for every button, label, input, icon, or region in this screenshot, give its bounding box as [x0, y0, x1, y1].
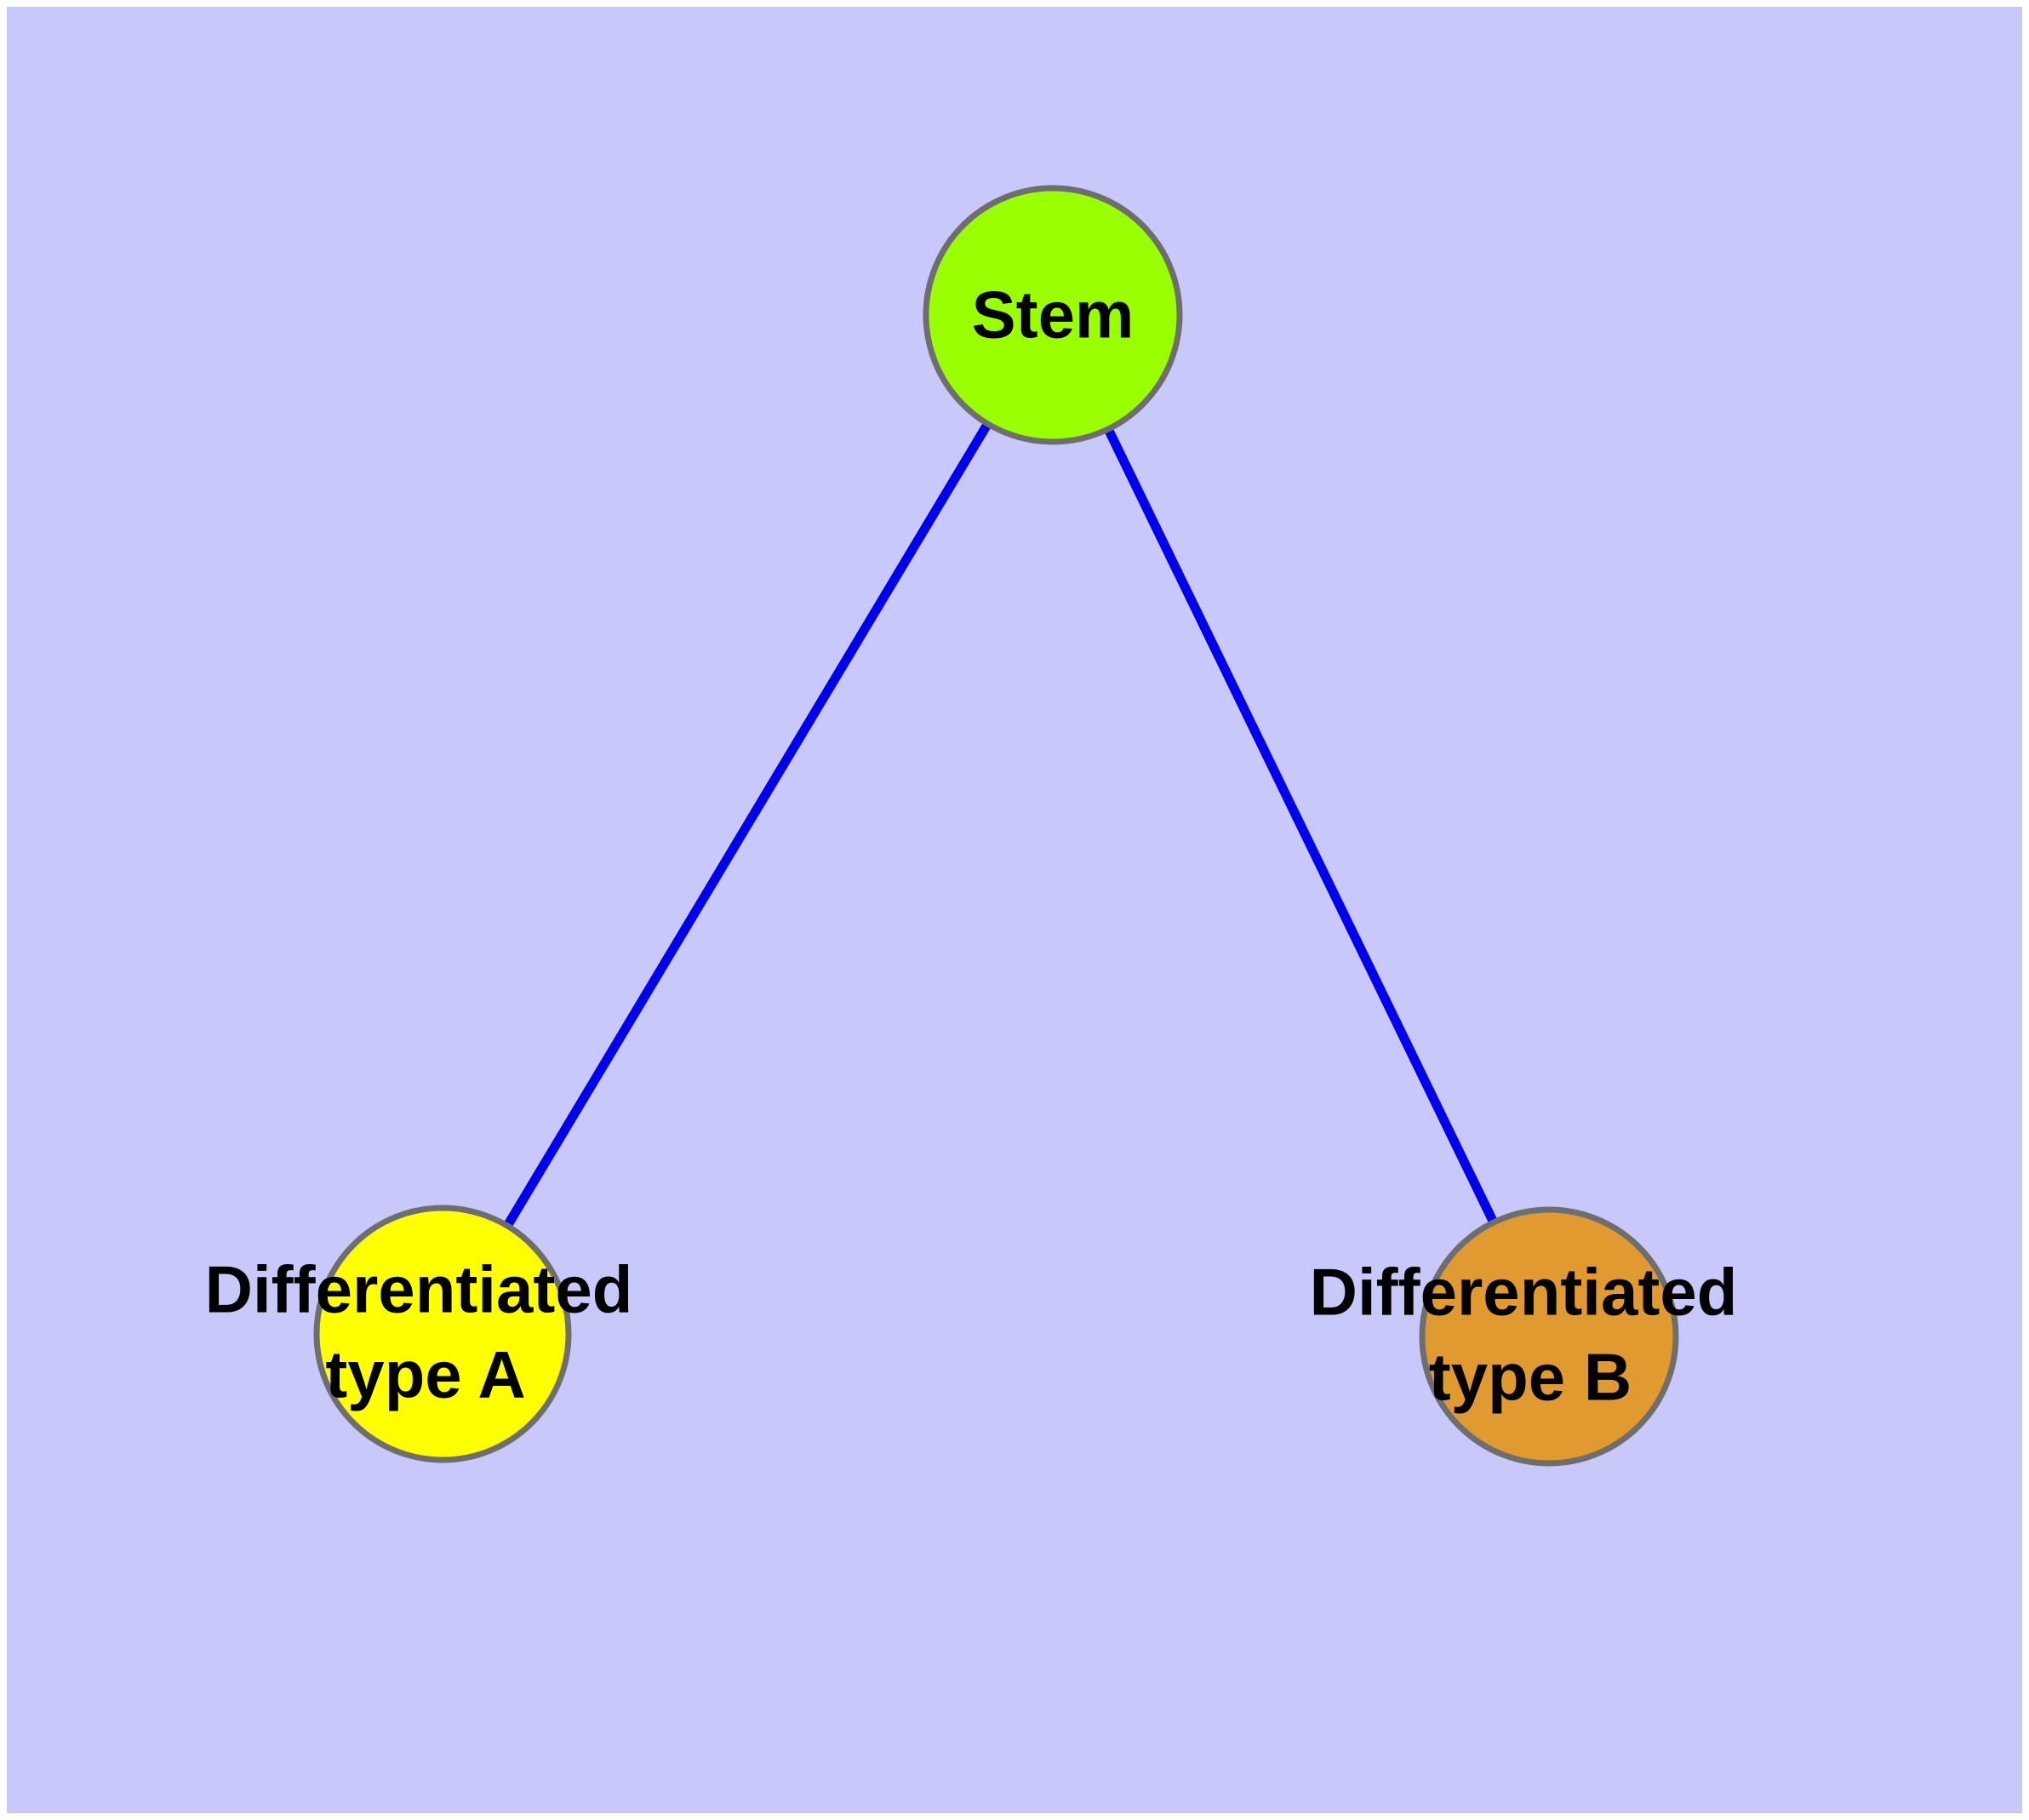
- node-differentiated-type-b[interactable]: Differentiated type B: [1310, 1206, 1738, 1467]
- edge-stem-to-differentiated-type-b[interactable]: [1105, 429, 1497, 1222]
- edge-stem-to-differentiated-type-a[interactable]: [504, 423, 991, 1227]
- node-differentiated-type-b-label-line1: Differentiated: [1310, 1255, 1738, 1330]
- node-differentiated-type-b-label-line2: type B: [1429, 1340, 1632, 1415]
- node-stem-label: Stem: [972, 278, 1135, 352]
- node-differentiated-type-a[interactable]: Differentiated type A: [205, 1205, 633, 1463]
- node-stem-circle[interactable]: [923, 185, 1183, 445]
- node-differentiated-type-a-label-line1: Differentiated: [205, 1252, 633, 1327]
- node-stem[interactable]: Stem: [923, 185, 1183, 445]
- node-differentiated-type-b-circle[interactable]: [1419, 1206, 1679, 1467]
- node-differentiated-type-a-label-line2: type A: [325, 1337, 526, 1412]
- node-differentiated-type-a-circle[interactable]: [313, 1205, 572, 1463]
